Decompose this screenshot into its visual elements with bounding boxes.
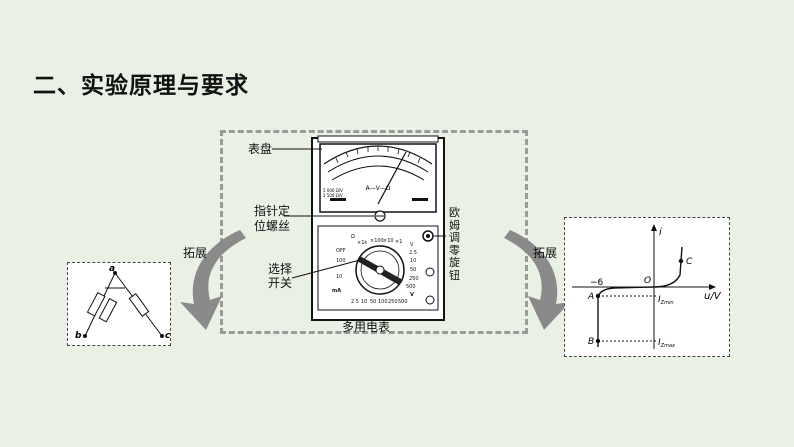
arrow-left-icon bbox=[180, 230, 246, 330]
dial-mark-2-5: 2.5 bbox=[409, 250, 417, 256]
dial-mark-50: 50 bbox=[410, 267, 416, 273]
multimeter-figure: A—V—Ω 5 000 Ω/V 2 500 Ω/V Ω ×1k ×100 ×10… bbox=[272, 135, 446, 321]
label-pointer-screw-1: 指针定 bbox=[254, 204, 291, 218]
origin-label: O bbox=[644, 276, 651, 286]
dial-mark-x10: ×10 bbox=[383, 238, 394, 244]
arrow-right-icon bbox=[504, 230, 570, 330]
dial-mark-250: 250 bbox=[409, 276, 419, 282]
node-c: c bbox=[165, 331, 171, 341]
point-a-label: A bbox=[587, 292, 594, 302]
point-b-label: B bbox=[588, 337, 594, 347]
resistor-circuit: a b c bbox=[75, 264, 171, 341]
meter-figure-frame bbox=[220, 130, 528, 334]
dial-mark-v-top: V bbox=[410, 242, 414, 248]
jack-minus[interactable] bbox=[425, 295, 435, 305]
circuit-panel bbox=[67, 262, 171, 346]
dial-mark-b-250: 250 bbox=[388, 299, 398, 305]
dial-mark-10: 10 bbox=[336, 274, 342, 280]
axis-u-label: u/V bbox=[704, 291, 722, 302]
dial-mark-v-bottom: V bbox=[410, 292, 414, 298]
label-select-switch-1: 选择 bbox=[268, 262, 293, 276]
label-pointer-screw-2: 位螺丝 bbox=[254, 219, 291, 233]
node-b: b bbox=[75, 331, 82, 341]
left-expand-label: 拓展 bbox=[183, 246, 208, 260]
node-a: a bbox=[109, 264, 115, 274]
dial-mark-b-500: 500 bbox=[398, 299, 408, 305]
dial-mark-ma: mA bbox=[332, 288, 341, 294]
jack-plus[interactable] bbox=[425, 267, 435, 277]
meter-caption: 多用电表 bbox=[342, 320, 391, 334]
dial-mark-b-100: 100 bbox=[378, 299, 388, 305]
label-dial: 表盘 bbox=[248, 142, 273, 156]
scale-label: A—V—Ω bbox=[366, 185, 391, 192]
point-c-label: C bbox=[686, 257, 693, 267]
axis-i-label: i bbox=[659, 227, 662, 238]
i-zmin-label: IZmin bbox=[658, 295, 674, 306]
tick-minus-six: −6 bbox=[590, 278, 604, 288]
dial-mark-x100: ×100 bbox=[370, 238, 384, 244]
dial-mark-500: 500 bbox=[406, 284, 416, 290]
dial-mark-omega: Ω bbox=[351, 234, 355, 240]
dial-mark-100: 100 bbox=[336, 258, 346, 264]
dial-mark-off: OFF bbox=[336, 248, 346, 254]
dial-mark-b-10: 10 bbox=[361, 299, 367, 305]
dial-mark-b-50: 50 bbox=[370, 299, 376, 305]
dial-mark-x1k: ×1k bbox=[357, 240, 367, 246]
dial-mark-b-2-5: 2.5 bbox=[351, 299, 359, 305]
left-scale-2: 2 500 Ω/V bbox=[323, 193, 343, 198]
label-select-switch-2: 开关 bbox=[268, 276, 293, 290]
dial-mark-10b: 10 bbox=[410, 258, 416, 264]
label-ohm-zero-knob: 欧 姆 调 零 旋 钮 bbox=[449, 206, 460, 282]
left-scale-1: 5 000 Ω/V bbox=[323, 188, 343, 193]
zener-iv-graph: i u/V O −6 A B C IZmin IZmax bbox=[572, 224, 722, 349]
right-expand-label: 拓展 bbox=[533, 246, 558, 260]
dial-mark-x1: ×1 bbox=[395, 239, 402, 245]
page-title: 二、实验原理与要求 bbox=[33, 73, 249, 99]
i-zmax-label: IZmax bbox=[658, 338, 675, 349]
